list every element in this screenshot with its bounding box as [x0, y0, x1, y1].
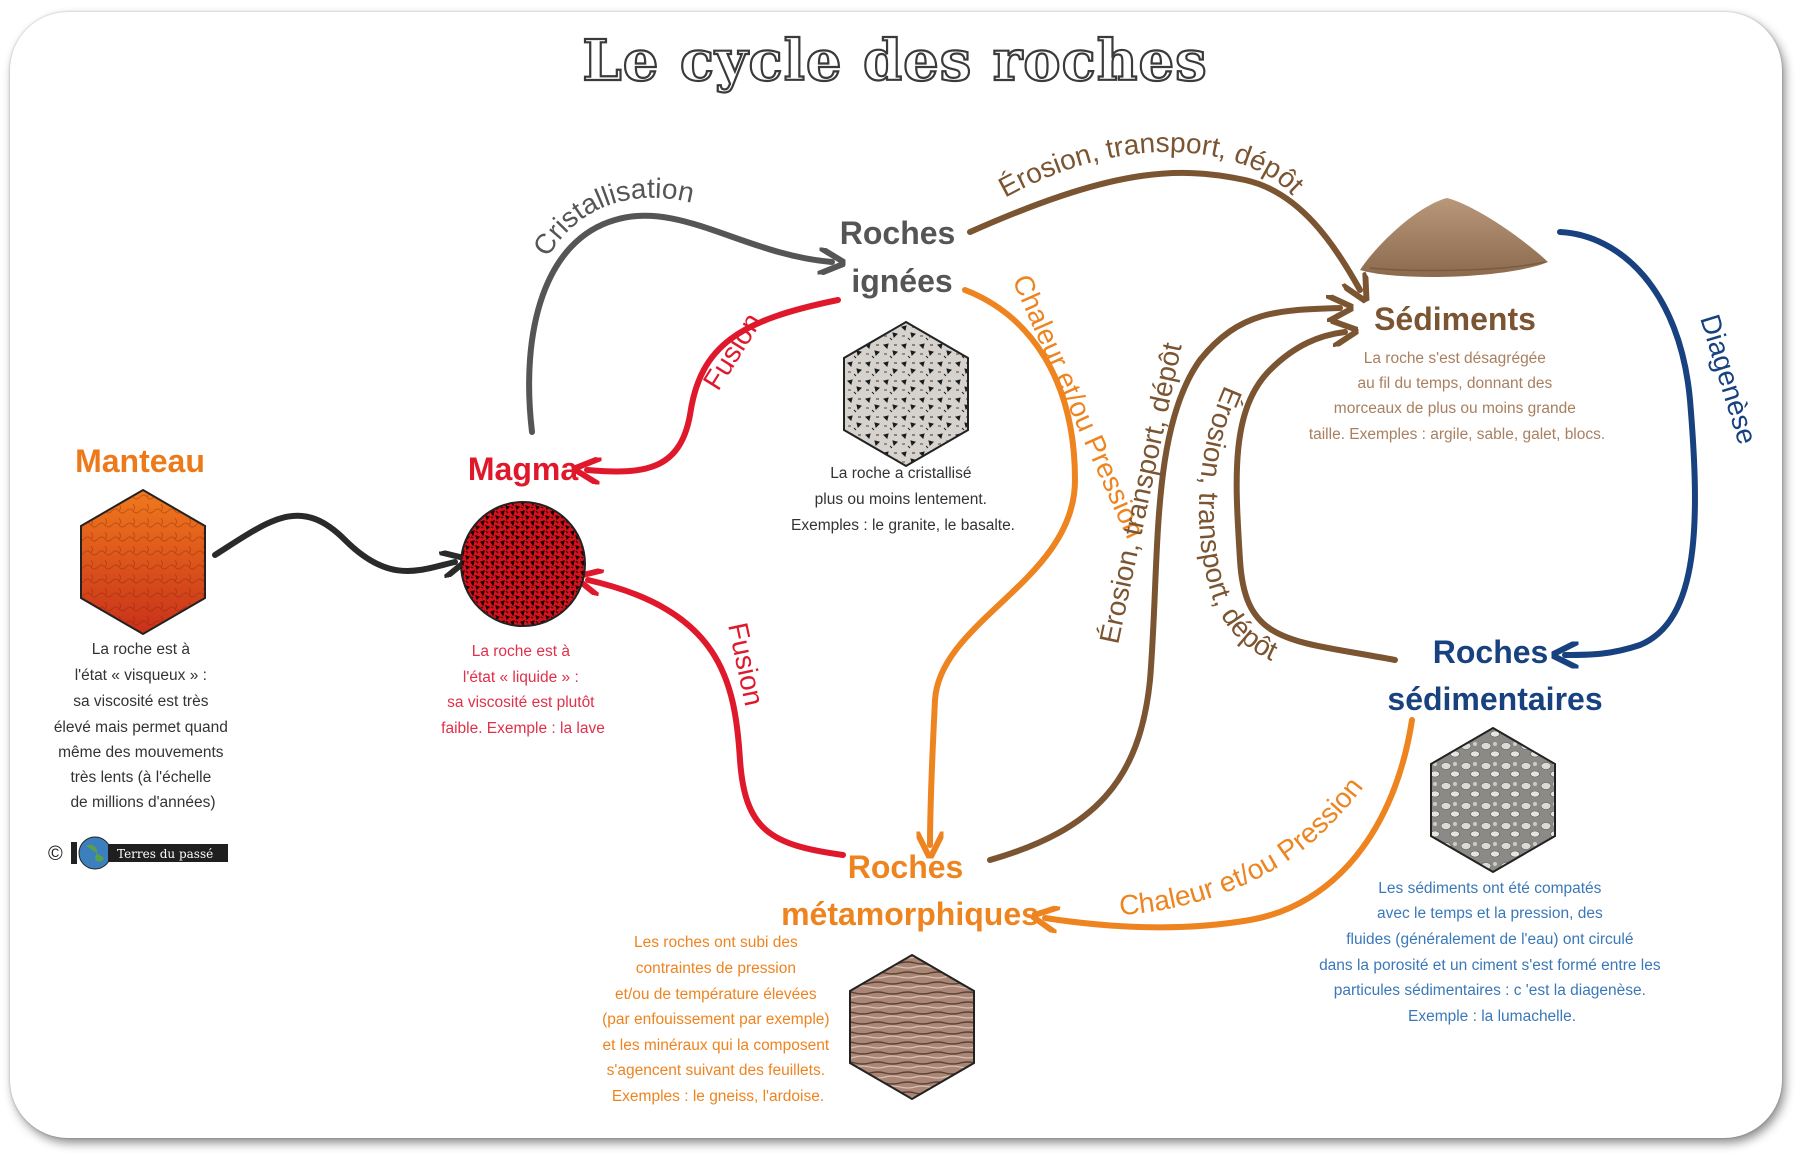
- node-label-sedimentaires: Roches sédimentaires: [1387, 634, 1602, 717]
- node-sediments: Sédiments La roche s'est désagrégée au f…: [1309, 198, 1605, 443]
- node-roches-sedimentaires: Roches sédimentaires Les sédiments ont é…: [1319, 634, 1665, 1025]
- desc-sedimentaires: Les sédiments ont été compatés avec le t…: [1319, 880, 1665, 1025]
- sand-pile-image: [1360, 198, 1548, 277]
- arrow-chaleur-sedimentaires: [1045, 717, 1415, 927]
- arrow-erosion-sedimentaires: [1233, 332, 1398, 663]
- arrow-diagenese: [1560, 229, 1698, 655]
- desc-magma: La roche est à l'état « liquide » : sa v…: [441, 643, 605, 737]
- arrow-mantle-to-magma: [212, 512, 455, 571]
- arrow-fusion-metamorphiques: [588, 580, 846, 858]
- desc-manteau: La roche est à l'état « visqueux » : sa …: [54, 641, 232, 811]
- arrow-cristallisation: [526, 212, 832, 435]
- arrow-fusion-ignees: [587, 297, 841, 471]
- label-fusion-top: Fusion: [697, 307, 768, 395]
- node-magma: Magma La roche est à l'état « liquide » …: [441, 451, 605, 737]
- desc-sediments: La roche s'est désagrégée au fil du temp…: [1309, 350, 1605, 443]
- node-roches-ignees: Roches ignées La roche a cristallisé plu…: [791, 215, 1015, 534]
- arrow-chaleur-ignees: [930, 287, 1079, 845]
- lumachelle-texture-hexagon: [1430, 726, 1556, 874]
- node-label-metamorphiques: Roches métamorphiques: [781, 849, 1039, 932]
- label-diagenese: Diagenèse: [1694, 311, 1763, 448]
- node-manteau: Manteau La roche est à l'état « visqueux…: [54, 443, 232, 811]
- node-roches-metamorphiques: Roches métamorphiques Les roches ont sub…: [602, 849, 1039, 1105]
- node-label-sediments: Sédiments: [1374, 301, 1536, 337]
- granite-texture-hexagon: [843, 320, 969, 468]
- node-label-manteau: Manteau: [75, 443, 205, 479]
- desc-ignees: La roche a cristallisé plus ou moins len…: [791, 465, 1015, 534]
- arrow-erosion-ignees: [967, 169, 1360, 290]
- label-erosion-top: Érosion, transport, dépôt: [993, 127, 1310, 203]
- logo-text: Terres du passé: [117, 847, 213, 861]
- node-label-ignees: Roches ignées: [840, 215, 964, 299]
- gneiss-texture-hexagon: [849, 953, 975, 1101]
- arrow-erosion-metamorphiques: [987, 308, 1340, 863]
- node-label-magma: Magma: [468, 451, 578, 487]
- svg-text:©: ©: [48, 843, 63, 865]
- diagram-card: [10, 12, 1782, 1138]
- label-chaleur-bottom: Chaleur et/ou Pression: [1118, 771, 1369, 921]
- logo-terres-du-passe: © Terres du passé: [48, 836, 228, 870]
- desc-metamorphiques: Les roches ont subi des contraintes de p…: [602, 934, 834, 1105]
- page-title: Le cycle des roches: [582, 28, 1207, 94]
- magma-texture-circle: [460, 501, 586, 627]
